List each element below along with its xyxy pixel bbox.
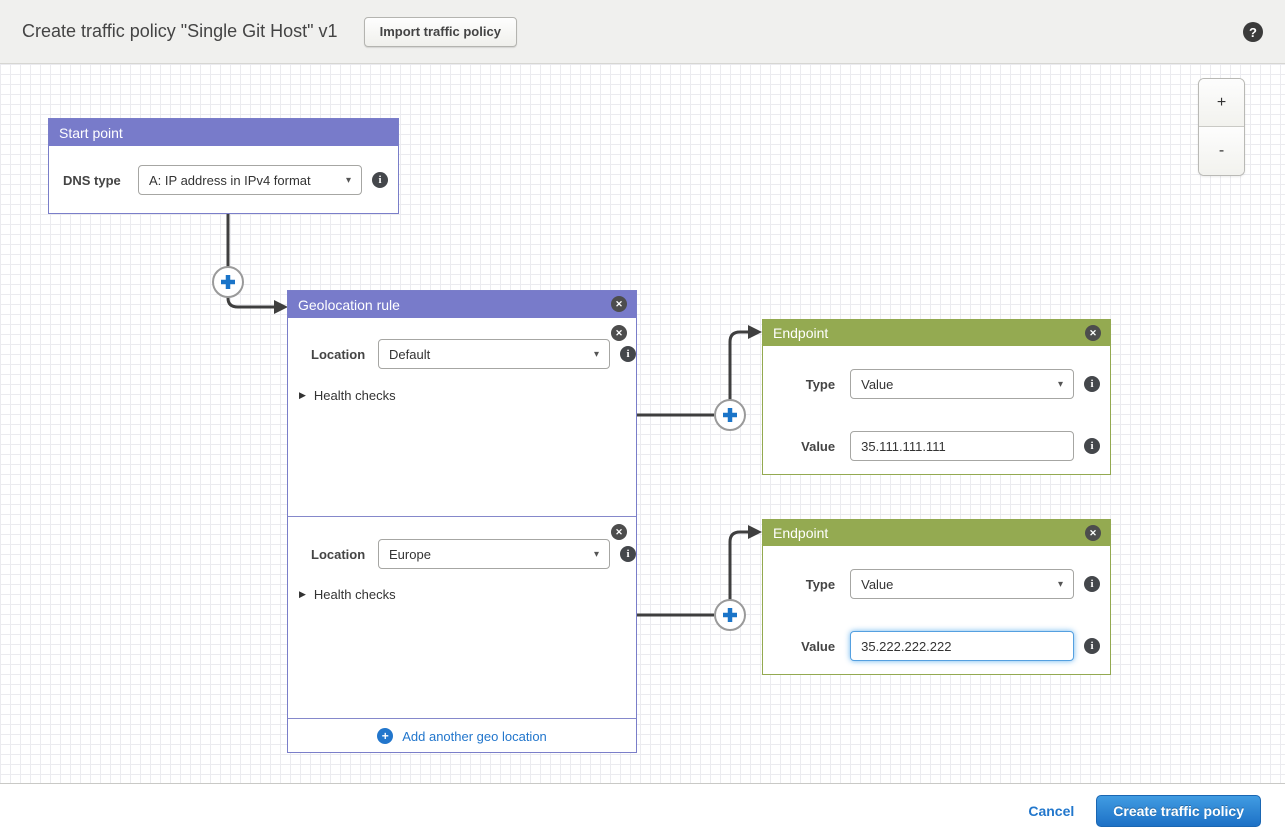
start-point-header: Start point	[49, 119, 398, 146]
canvas-zoom-control: + -	[1198, 78, 1245, 176]
endpoint-title: Endpoint	[773, 525, 829, 541]
dns-type-selected-value: A: IP address in IPv4 format	[149, 172, 311, 188]
bottom-action-bar: Cancel Create traffic policy	[0, 784, 1285, 837]
collapsed-arrow-icon: ▶	[299, 390, 306, 400]
geo-location-default-close-icon[interactable]: ✕	[611, 325, 627, 341]
zoom-out-button[interactable]: -	[1199, 127, 1244, 175]
geolocation-rule-header: Geolocation rule ✕	[288, 291, 636, 318]
location-selected-value: Europe	[389, 546, 431, 562]
traffic-policy-canvas[interactable]: Start point DNS type A: IP address in IP…	[0, 64, 1285, 784]
chevron-down-icon: ▾	[1057, 578, 1063, 590]
chevron-down-icon: ▾	[593, 548, 599, 560]
help-icon[interactable]: ?	[1243, 22, 1263, 42]
add-branch-buttons	[212, 266, 746, 631]
endpoint-2-header: Endpoint ✕	[763, 520, 1110, 546]
geolocation-rule-close-icon[interactable]: ✕	[611, 296, 627, 312]
location-info-icon[interactable]: i	[620, 346, 636, 362]
geo-location-section-default: ✕ Location Default ▾ i ▶ Health checks	[288, 318, 636, 516]
endpoint-type-selected-value: Value	[861, 376, 894, 392]
endpoint-2-value-input[interactable]	[850, 631, 1074, 661]
add-branch-button-start[interactable]	[212, 266, 244, 298]
endpoint-2-close-icon[interactable]: ✕	[1085, 525, 1101, 541]
endpoint-title: Endpoint	[773, 325, 829, 341]
endpoint-type-info-icon[interactable]: i	[1084, 576, 1100, 592]
endpoint-value-label: Value	[801, 438, 836, 454]
add-branch-button-endpoint-1[interactable]	[714, 399, 746, 431]
chevron-down-icon: ▾	[345, 174, 351, 186]
zoom-in-button[interactable]: +	[1199, 79, 1244, 127]
endpoint-value-label: Value	[801, 638, 836, 654]
health-checks-label: Health checks	[313, 388, 396, 403]
health-checks-toggle-europe[interactable]: ▶ Health checks	[299, 587, 396, 602]
endpoint-value-info-icon[interactable]: i	[1084, 438, 1100, 454]
endpoint-1-type-select[interactable]: Value ▾	[850, 369, 1074, 399]
geo-location-europe-close-icon[interactable]: ✕	[611, 524, 627, 540]
start-point-body: DNS type A: IP address in IPv4 format ▾ …	[49, 146, 398, 215]
create-traffic-policy-button[interactable]: Create traffic policy	[1096, 794, 1261, 827]
location-label: Location	[311, 546, 366, 562]
dns-type-info-icon[interactable]: i	[372, 172, 388, 188]
location-label: Location	[311, 346, 366, 362]
start-point-node: Start point DNS type A: IP address in IP…	[48, 118, 399, 214]
collapsed-arrow-icon: ▶	[299, 589, 306, 599]
chevron-down-icon: ▾	[593, 348, 599, 360]
page-title: Create traffic policy "Single Git Host" …	[22, 21, 338, 41]
endpoint-1-header: Endpoint ✕	[763, 320, 1110, 346]
start-point-title: Start point	[59, 124, 123, 141]
endpoint-2-type-select[interactable]: Value ▾	[850, 569, 1074, 599]
geolocation-rule-node: Geolocation rule ✕ ✕ Location Default ▾ …	[287, 290, 637, 753]
health-checks-label: Health checks	[313, 587, 396, 602]
cancel-button[interactable]: Cancel	[1028, 802, 1075, 819]
dns-type-select[interactable]: A: IP address in IPv4 format ▾	[138, 165, 362, 195]
location-selected-value: Default	[389, 346, 431, 362]
endpoint-type-label: Type	[805, 376, 836, 392]
plus-circle-icon: +	[377, 728, 394, 744]
health-checks-toggle-default[interactable]: ▶ Health checks	[299, 388, 396, 403]
geo-location-section-europe: ✕ Location Europe ▾ i ▶ Health checks	[288, 516, 636, 718]
top-header-bar: Create traffic policy "Single Git Host" …	[0, 0, 1285, 64]
location-info-icon[interactable]: i	[620, 546, 636, 562]
location-select-europe[interactable]: Europe ▾	[378, 539, 610, 569]
import-traffic-policy-button[interactable]: Import traffic policy	[363, 16, 517, 47]
location-select-default[interactable]: Default ▾	[378, 339, 610, 369]
endpoint-1-value-input[interactable]	[850, 431, 1074, 461]
endpoint-type-info-icon[interactable]: i	[1084, 376, 1100, 392]
add-geo-location-label: Add another geo location	[402, 728, 547, 744]
endpoint-value-info-icon[interactable]: i	[1084, 638, 1100, 654]
dns-type-label: DNS type	[63, 172, 121, 188]
endpoint-type-label: Type	[805, 576, 836, 592]
add-branch-button-endpoint-2[interactable]	[714, 599, 746, 631]
endpoint-node-1: Endpoint ✕ Type Value ▾ i Value i	[762, 319, 1111, 475]
add-geo-location-button[interactable]: + Add another geo location	[288, 718, 636, 753]
endpoint-1-body: Type Value ▾ i Value i	[763, 346, 1110, 461]
geolocation-rule-title: Geolocation rule	[298, 296, 400, 313]
endpoint-1-close-icon[interactable]: ✕	[1085, 325, 1101, 341]
endpoint-type-selected-value: Value	[861, 576, 894, 592]
chevron-down-icon: ▾	[1057, 378, 1063, 390]
endpoint-node-2: Endpoint ✕ Type Value ▾ i Value i	[762, 519, 1111, 675]
endpoint-2-body: Type Value ▾ i Value i	[763, 546, 1110, 661]
